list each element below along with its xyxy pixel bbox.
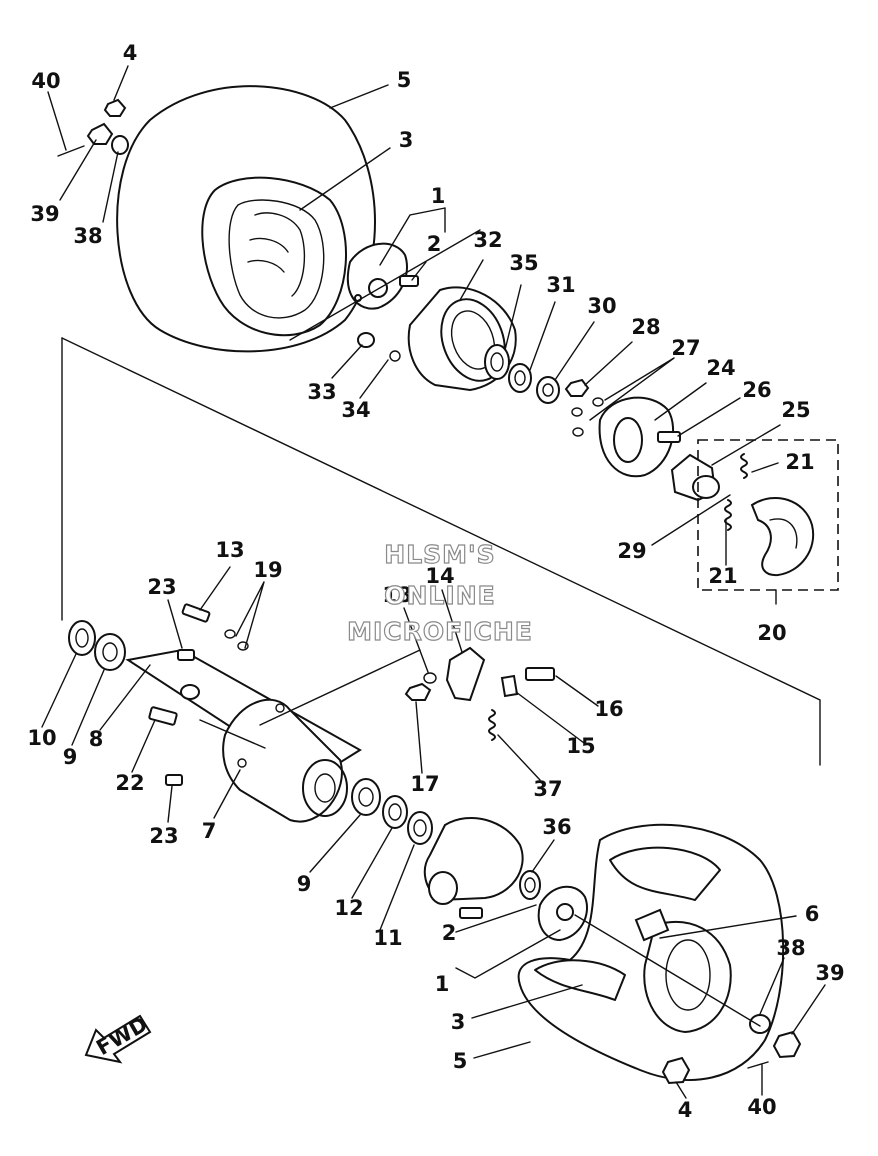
callout-40-bottom: 40 bbox=[747, 1095, 776, 1119]
callout-24: 24 bbox=[706, 356, 735, 380]
callout-35: 35 bbox=[509, 251, 538, 275]
fwd-label: FWD bbox=[92, 1012, 152, 1060]
callout-38-bottom: 38 bbox=[776, 936, 805, 960]
axle-housing-7 bbox=[222, 698, 348, 823]
callout-16: 16 bbox=[594, 697, 623, 721]
callout-12: 12 bbox=[334, 896, 363, 920]
upper-tire bbox=[116, 85, 376, 353]
callout-30: 30 bbox=[587, 294, 616, 318]
callout-28: 28 bbox=[631, 315, 660, 339]
callout-18: 18 bbox=[382, 583, 411, 607]
callout-39-top: 39 bbox=[30, 202, 59, 226]
callout-2-top: 2 bbox=[427, 232, 442, 256]
callout-39-bottom: 39 bbox=[815, 961, 844, 985]
callout-36: 36 bbox=[542, 815, 571, 839]
callout-7: 7 bbox=[202, 819, 217, 843]
callout-8: 8 bbox=[89, 727, 104, 751]
hub-lower bbox=[459, 885, 588, 942]
callout-21-top: 21 bbox=[785, 450, 814, 474]
bolts-left bbox=[148, 603, 249, 786]
callout-25: 25 bbox=[781, 398, 810, 422]
callout-38-top: 38 bbox=[73, 224, 102, 248]
callout-26: 26 bbox=[742, 378, 771, 402]
callout-40-top: 40 bbox=[31, 69, 60, 93]
callout-1-bottom: 1 bbox=[435, 972, 450, 996]
callout-32: 32 bbox=[473, 228, 502, 252]
callout-3-bottom: 3 bbox=[451, 1010, 466, 1034]
fwd-arrow-icon: FWD bbox=[84, 1012, 152, 1064]
callout-29: 29 bbox=[617, 539, 646, 563]
callout-37: 37 bbox=[533, 777, 562, 801]
callout-34: 34 bbox=[341, 398, 370, 422]
callout-labels: 40 4 5 3 39 38 1 2 32 35 31 30 28 27 24 … bbox=[27, 41, 844, 1122]
callout-3-top: 3 bbox=[399, 128, 414, 152]
leader-lines bbox=[41, 65, 826, 1099]
bearing-9-left bbox=[94, 633, 126, 671]
lower-tire bbox=[517, 823, 785, 1081]
spring-upper bbox=[740, 453, 748, 479]
callout-14: 14 bbox=[425, 564, 454, 588]
callout-33: 33 bbox=[307, 380, 336, 404]
lower-tire-hardware bbox=[634, 908, 802, 1085]
callout-15: 15 bbox=[566, 734, 595, 758]
callout-5-top: 5 bbox=[397, 68, 412, 92]
callout-10: 10 bbox=[27, 726, 56, 750]
upper-hardware bbox=[57, 98, 419, 362]
hub-upper bbox=[347, 242, 408, 310]
callout-20: 20 bbox=[757, 621, 786, 645]
oil-seal-10 bbox=[68, 620, 96, 656]
lower-bearing-chain bbox=[351, 778, 433, 845]
callout-23-bottom: 23 bbox=[149, 824, 178, 848]
connector-lines bbox=[61, 229, 821, 1027]
final-gear-case bbox=[423, 816, 541, 905]
callout-4-bottom: 4 bbox=[678, 1098, 693, 1122]
callout-21-bottom: 21 bbox=[708, 564, 737, 588]
brake-drum-inner bbox=[598, 396, 681, 478]
spring-37 bbox=[488, 709, 496, 741]
callout-17: 17 bbox=[410, 772, 439, 796]
brake-plate bbox=[670, 453, 720, 502]
callout-6: 6 bbox=[805, 902, 820, 926]
callout-2-bottom: 2 bbox=[442, 921, 457, 945]
callout-19: 19 bbox=[253, 558, 282, 582]
callout-31: 31 bbox=[546, 273, 575, 297]
brake-shoe bbox=[750, 496, 815, 577]
spring-lower bbox=[724, 499, 732, 531]
callout-23-top: 23 bbox=[147, 575, 176, 599]
callout-13: 13 bbox=[215, 538, 244, 562]
callout-1-top: 1 bbox=[431, 184, 446, 208]
callout-27: 27 bbox=[671, 336, 700, 360]
upper-bearing-chain bbox=[484, 344, 604, 437]
callout-9-left: 9 bbox=[63, 745, 78, 769]
cam-lever bbox=[404, 646, 555, 702]
callout-11: 11 bbox=[373, 926, 402, 950]
callout-5-bottom: 5 bbox=[453, 1049, 468, 1073]
callout-22: 22 bbox=[115, 771, 144, 795]
callout-9-bottom: 9 bbox=[297, 872, 312, 896]
callout-4-top: 4 bbox=[123, 41, 138, 65]
